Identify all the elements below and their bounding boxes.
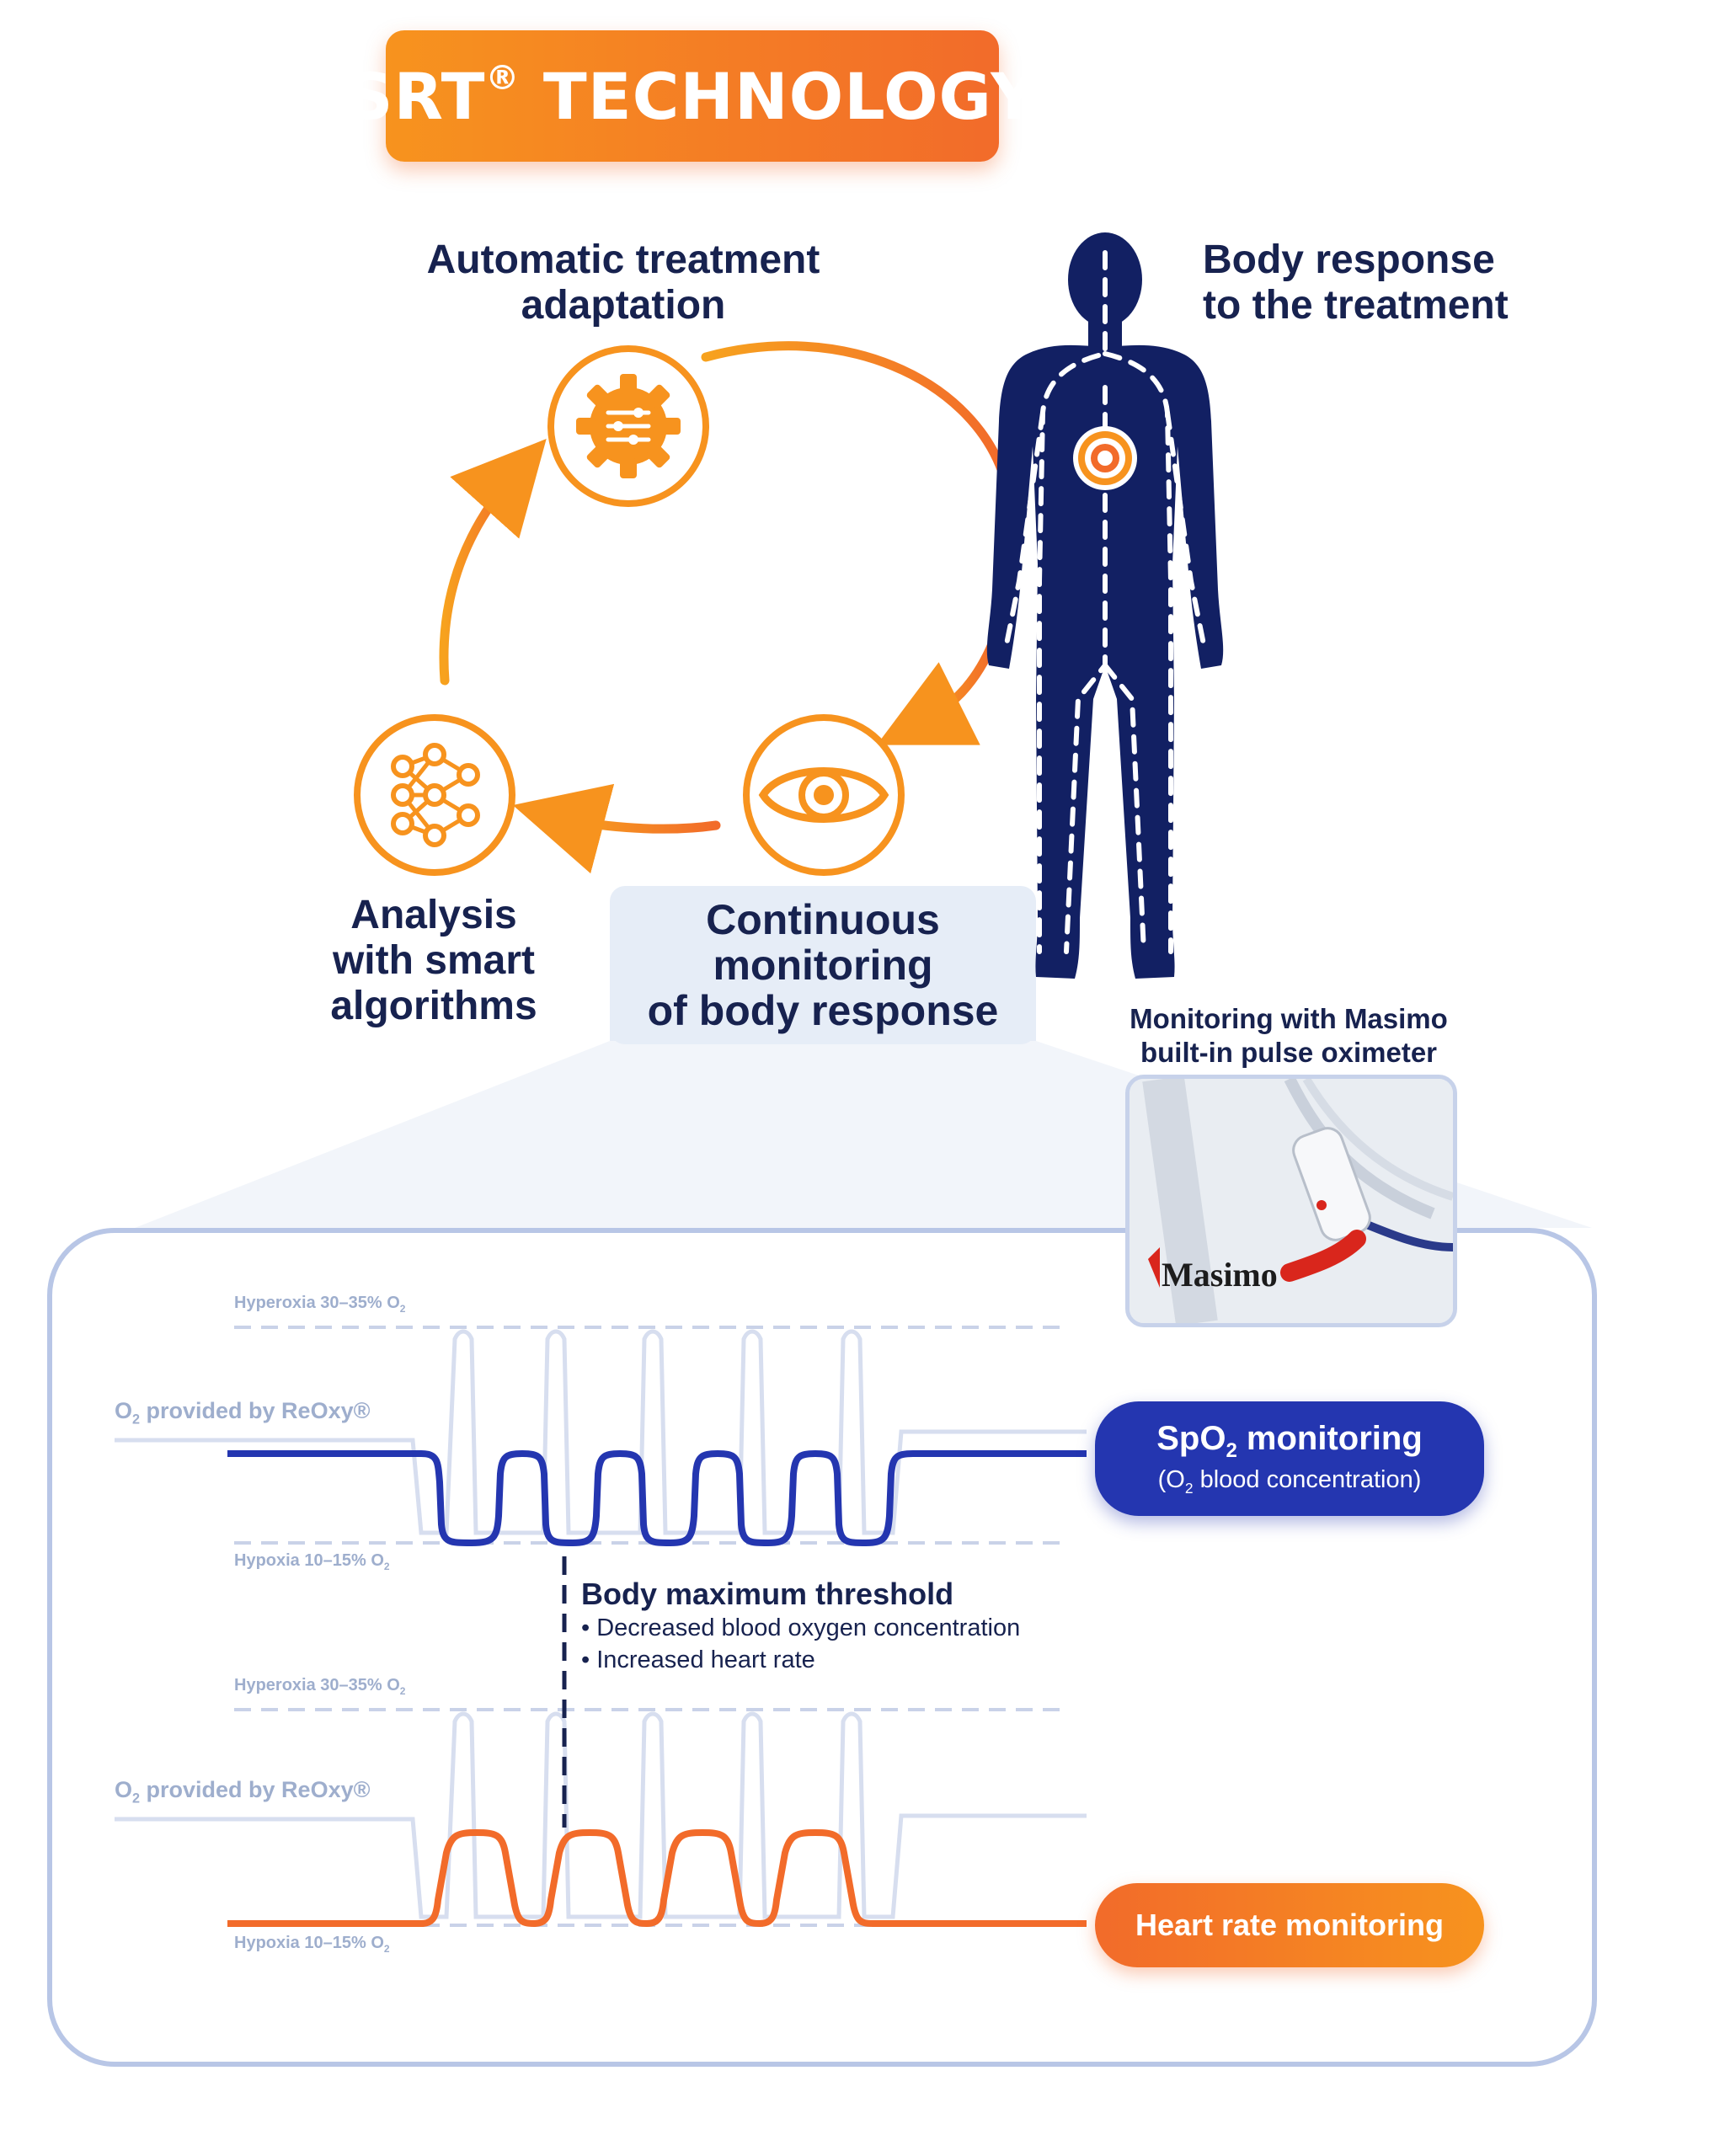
threshold-heading: Body maximum threshold	[581, 1577, 954, 1611]
threshold-item: • Increased heart rate	[581, 1646, 815, 1673]
hypoxia-label-bottom: Hypoxia 10–15% O2	[234, 1934, 390, 1955]
o2-provided-label-top: O2 provided by ReOxy®	[115, 1398, 371, 1428]
masimo-logo: Masimo	[1148, 1247, 1278, 1294]
arrow-to-gear	[439, 439, 547, 686]
page-title: SRT® TECHNOLOGY	[346, 58, 1039, 134]
heart-target-icon	[1073, 426, 1137, 490]
label-body-response: Body response to the treatment	[1203, 237, 1509, 328]
oximeter-illustration: Masimo	[1130, 1079, 1453, 1323]
hyperoxia-label-top: Hyperoxia 30–35% O2	[234, 1294, 406, 1315]
human-body-figure	[986, 232, 1224, 979]
label-analysis: Analysis with smart algorithms	[330, 893, 537, 1028]
heart-rate-wave	[227, 1829, 1087, 1927]
pulse-oximeter-photo: Masimo	[1125, 1075, 1457, 1327]
arrow-to-body	[701, 341, 1007, 477]
heart-rate-monitoring-badge: Heart rate monitoring	[1095, 1883, 1484, 1967]
svg-text:Masimo: Masimo	[1162, 1256, 1278, 1294]
masimo-caption: Monitoring with Masimo built-in pulse ox…	[1130, 1003, 1448, 1068]
threshold-annotation: Body maximum threshold • Decreased blood…	[581, 1577, 1120, 1676]
neural-network-icon	[354, 714, 515, 876]
hyperoxia-label-bottom: Hyperoxia 30–35% O2	[234, 1676, 406, 1697]
spo2-wave	[227, 1450, 1087, 1546]
gear-settings-icon	[547, 345, 709, 507]
arrow-to-analysis	[512, 783, 721, 874]
title-badge: SRT® TECHNOLOGY	[347, 30, 1037, 162]
label-continuous-monitoring: Continuous monitoring of body response	[610, 886, 1036, 1044]
o2-provided-wave-bottom	[115, 1711, 1087, 1919]
threshold-item: • Decreased blood oxygen concentration	[581, 1614, 1021, 1641]
eye-icon	[743, 714, 905, 876]
label-automatic-treatment: Automatic treatment adaptation	[426, 237, 820, 328]
o2-provided-wave-top	[115, 1329, 1087, 1535]
o2-provided-label-bottom: O2 provided by ReOxy®	[115, 1777, 371, 1806]
hypoxia-label-top: Hypoxia 10–15% O2	[234, 1551, 390, 1572]
spo2-monitoring-badge: SpO2 monitoring (O2 blood concentration)	[1095, 1401, 1484, 1516]
